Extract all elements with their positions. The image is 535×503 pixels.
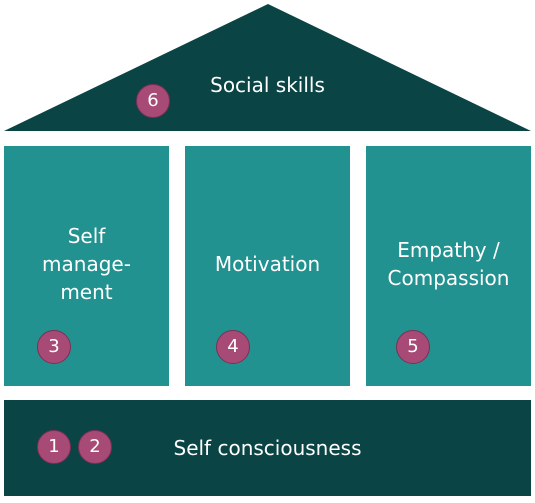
foundation-label: Self consciousness — [173, 436, 362, 460]
pillar-label: Self manage- ment — [42, 224, 131, 304]
pillar-motivation: Motivation — [185, 146, 350, 386]
pillar-label: Motivation — [214, 252, 321, 276]
pillar-empathy-compassion: Empathy / Compassion — [366, 146, 531, 386]
roof — [4, 4, 531, 131]
pillar-label: Empathy / Compassion — [387, 238, 510, 290]
foundation-badge: 1 — [37, 430, 71, 464]
pillar-badge: 3 — [37, 330, 71, 364]
roof-badge: 6 — [136, 84, 170, 118]
pillar-badge: 5 — [396, 330, 430, 364]
pillar-badge: 4 — [216, 330, 250, 364]
roof-label: Social skills — [210, 73, 325, 97]
foundation-badge: 2 — [78, 430, 112, 464]
pillar-self-management: Self manage- ment — [4, 146, 169, 386]
roof-shape — [4, 4, 531, 131]
